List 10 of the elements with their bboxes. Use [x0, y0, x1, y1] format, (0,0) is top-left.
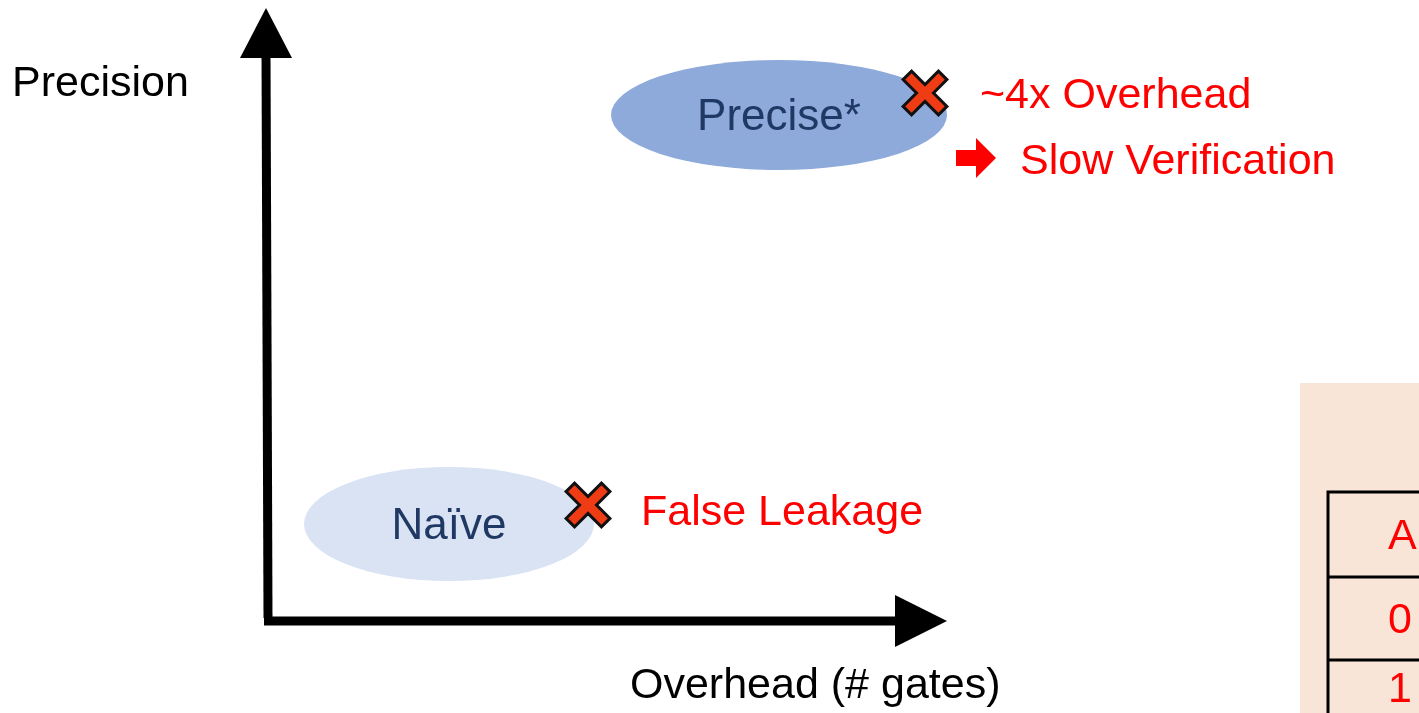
annotation-text: ~4x Overhead: [980, 72, 1252, 115]
ellipse-label: Precise*: [697, 90, 861, 140]
table-cell-text: 1: [1388, 666, 1412, 709]
axis-label: Overhead (# gates): [630, 662, 1001, 705]
annotation-text: False Leakage: [641, 489, 924, 532]
annotation-text: Slow Verification: [1020, 138, 1336, 181]
ellipse-label: Naïve: [391, 499, 507, 549]
axis-label: Precision: [12, 60, 189, 103]
table-cell-text: 0: [1388, 597, 1412, 640]
table-cell-text: A: [1388, 513, 1417, 556]
